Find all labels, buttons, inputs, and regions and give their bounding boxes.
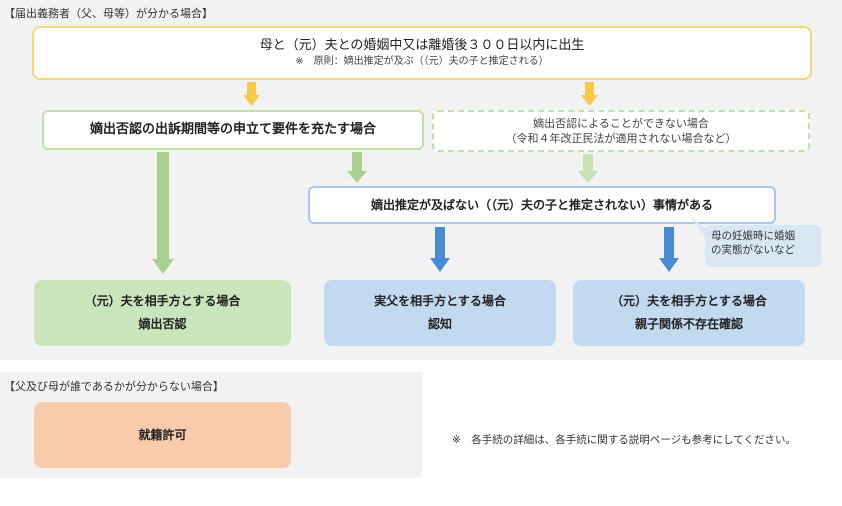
outcome-nonexistence-line2: 親子関係不存在確認 xyxy=(634,317,743,331)
outcome-nonexistence-line1: （元）夫を相手方とする場合 xyxy=(611,294,767,308)
top-condition-box: 母と（元）夫との婚姻中又は離婚後３００日以内に出生 ※ 原則：嫡出推定が及ぶ（（… xyxy=(32,26,812,80)
presumption-not-applicable-box: 嫡出推定が及ばない（（元）夫の子と推定されない）事情がある xyxy=(308,186,776,224)
arrow-middle-to-nonexistence xyxy=(659,227,679,272)
top-condition-note: ※ 原則：嫡出推定が及ぶ（（元）夫の子と推定される） xyxy=(295,56,549,67)
no-disavowal-box: 嫡出否認によることができない場合 （令和４年改正民法が適用されない場合など） xyxy=(432,110,810,152)
no-disavowal-text: 嫡出否認によることができない場合 xyxy=(533,117,709,130)
outcome-disavowal-line1: （元）夫を相手方とする場合 xyxy=(84,294,241,308)
disavowal-requirements-text: 嫡出否認の出訴期間等の申立て要件を充たす場合 xyxy=(89,122,376,137)
registration-permission-box: 就籍許可 xyxy=(34,402,291,468)
registration-permission-text: 就籍許可 xyxy=(138,427,187,442)
disavowal-requirements-box: 嫡出否認の出訴期間等の申立て要件を充たす場合 xyxy=(42,110,424,150)
footnote: ※ 各手続の詳細は、各手続に関する説明ページも参考にしてください。 xyxy=(452,434,796,446)
outcome-disavowal-line2: 嫡出否認 xyxy=(138,317,187,331)
arrow-left-to-disavowal xyxy=(152,152,174,274)
arrow-top-to-right xyxy=(581,82,598,106)
note-bubble-line1: 母の妊娠時に婚姻 xyxy=(711,230,795,242)
top-condition-text: 母と（元）夫との婚姻中又は離婚後３００日以内に出生 xyxy=(259,38,585,53)
arrow-dashed-to-middle xyxy=(578,154,598,183)
outcome-acknowledgment-line2: 認知 xyxy=(427,317,452,331)
outcome-disavowal-box: （元）夫を相手方とする場合 嫡出否認 xyxy=(34,280,291,346)
section1-header: 【届出義務者（父、母等）が分かる場合】 xyxy=(4,7,213,20)
arrow-middle-to-acknowledgment xyxy=(430,227,450,272)
arrow-top-to-left xyxy=(243,82,260,106)
note-bubble: 母の妊娠時に婚姻 の実態がないなど xyxy=(705,225,821,267)
presumption-not-applicable-text: 嫡出推定が及ばない（（元）夫の子と推定されない）事情がある xyxy=(370,197,713,212)
outcome-acknowledgment-line1: 実父を相手方とする場合 xyxy=(374,294,506,308)
section2-header: 【父及び母が誰であるかが分からない場合】 xyxy=(4,380,224,393)
note-bubble-line2: の実態がないなど xyxy=(711,244,795,256)
outcome-nonexistence-box: （元）夫を相手方とする場合 親子関係不存在確認 xyxy=(573,280,805,346)
arrow-left-to-middle xyxy=(347,152,367,183)
no-disavowal-subtext: （令和４年改正民法が適用されない場合など） xyxy=(505,132,737,145)
outcome-acknowledgment-box: 実父を相手方とする場合 認知 xyxy=(324,280,556,346)
